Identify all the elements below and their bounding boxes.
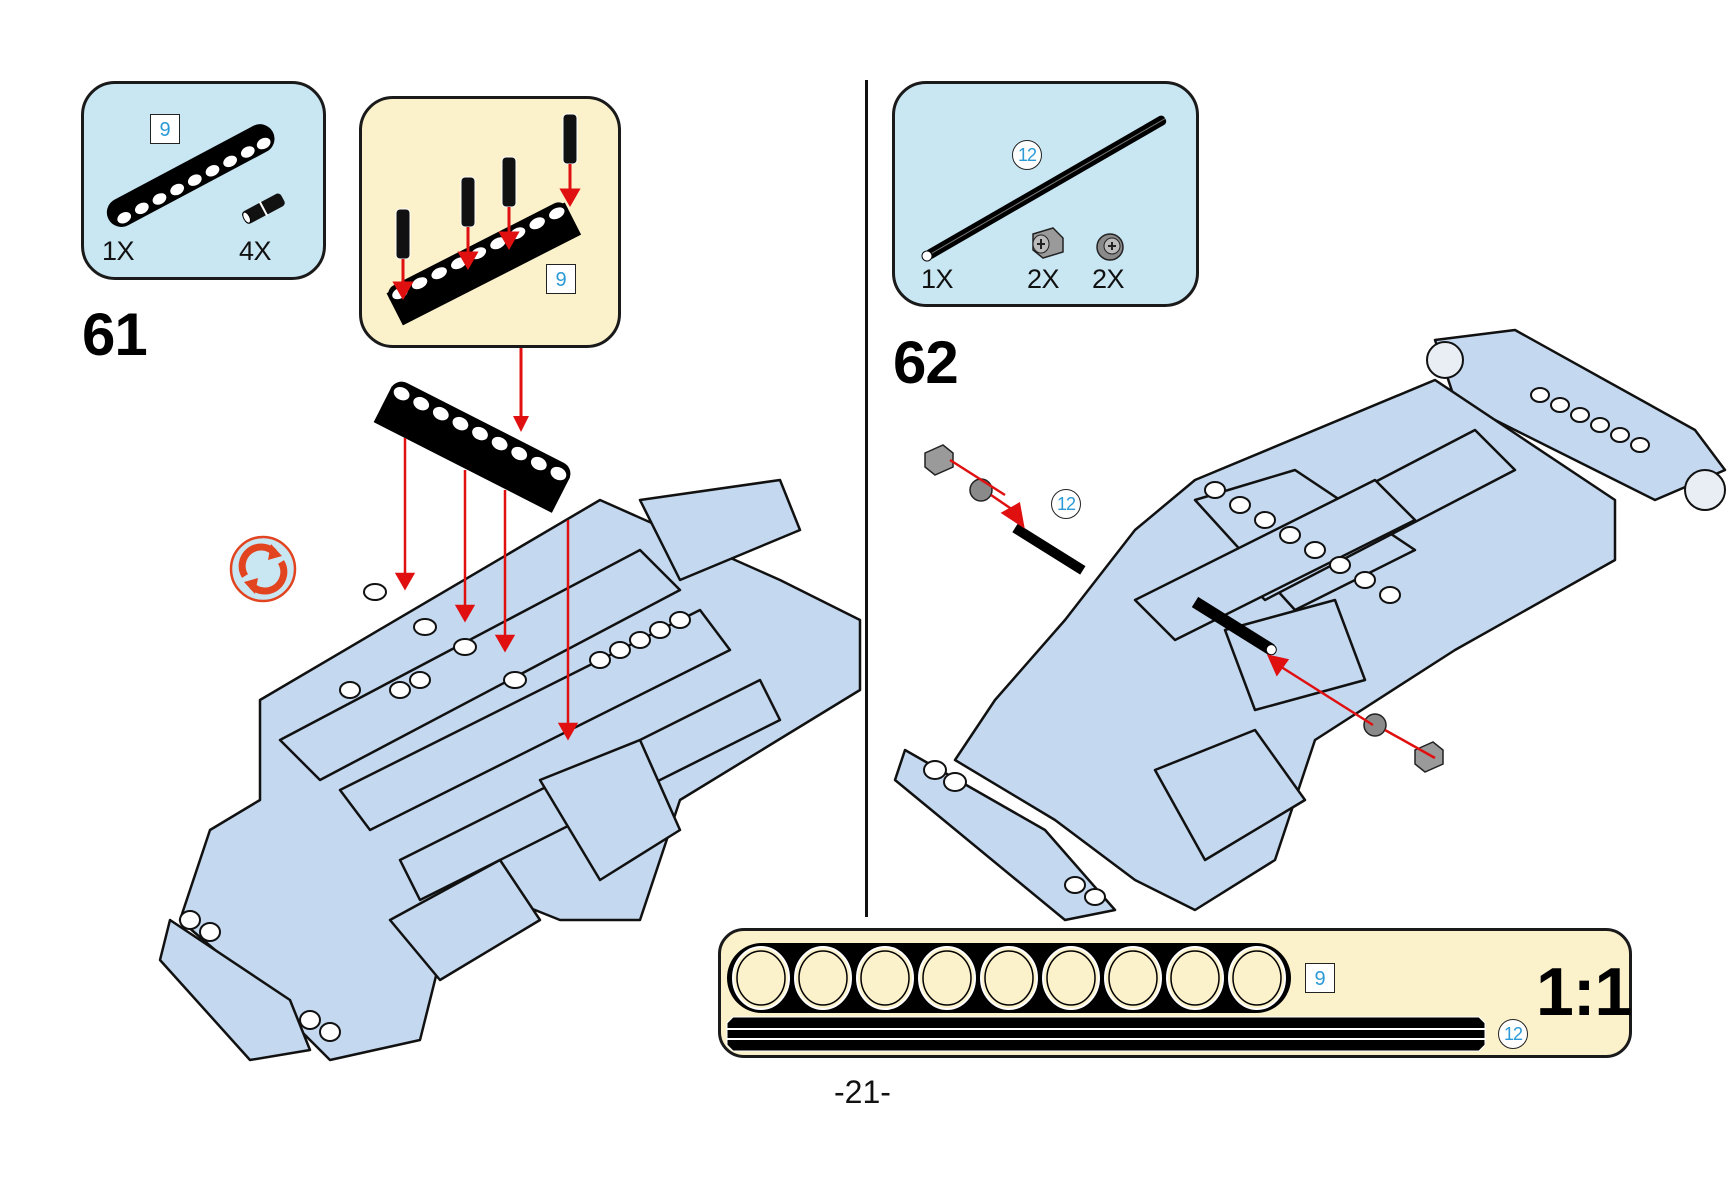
ruler-beam-hole-rim xyxy=(860,950,910,1006)
pin-part-icon xyxy=(242,193,285,224)
beam-length-label: 9 xyxy=(150,114,180,144)
ruler-axle-length-label: 12 xyxy=(1498,1019,1528,1049)
ruler-beam-hole-rim xyxy=(798,950,848,1006)
subassembly-beam-with-pins xyxy=(386,113,582,326)
bush-part-icon xyxy=(1032,227,1064,259)
ruler-beam-hole-rim xyxy=(1170,950,1220,1006)
ruler-beam-hole xyxy=(1228,946,1286,1010)
page-number: -21- xyxy=(834,1074,891,1110)
ruler-beam-length-label: 9 xyxy=(1305,963,1335,993)
bush-quantity: 2X xyxy=(1027,264,1060,294)
axle-right xyxy=(1191,596,1277,656)
axle-12-part-icon xyxy=(921,115,1167,262)
ruler-beam-hole-rim xyxy=(1046,950,1096,1006)
left-half-bush xyxy=(969,478,993,502)
step-divider xyxy=(865,80,868,917)
right-half-bush xyxy=(1363,713,1387,737)
step-61-model-illustration xyxy=(158,381,862,1062)
half-bush-part-icon xyxy=(1096,233,1124,261)
scale-ruler-box: 9 12 1:1 xyxy=(718,928,1632,1058)
axle-callout-label: 12 xyxy=(1051,489,1081,519)
subassembly-to-model-arrow xyxy=(513,348,529,432)
axle-quantity: 1X xyxy=(921,264,954,294)
ruler-beam-hole xyxy=(980,946,1038,1010)
ruler-beam-hole xyxy=(1104,946,1162,1010)
beam-9-ruler xyxy=(727,943,1291,1013)
step-61-subassembly-box: 9 xyxy=(359,96,621,348)
half-bush-quantity: 2X xyxy=(1092,264,1125,294)
step-61-parts-box: 9 1X 4X xyxy=(81,81,326,280)
axle-length-label: 12 xyxy=(1012,140,1042,170)
ruler-beam-hole xyxy=(1166,946,1224,1010)
beam-quantity: 1X xyxy=(102,236,135,266)
step-62-model-illustration xyxy=(893,328,1727,922)
ruler-beam-hole-rim xyxy=(1232,950,1282,1006)
axle-left xyxy=(1012,523,1086,575)
ruler-beam-hole-rim xyxy=(984,950,1034,1006)
inserted-beam xyxy=(373,381,571,513)
ruler-beam-hole xyxy=(1042,946,1100,1010)
rotate-model-icon xyxy=(229,535,297,603)
ruler-beam-hole xyxy=(918,946,976,1010)
beam-9-part-icon xyxy=(106,124,275,227)
ruler-beam-hole xyxy=(732,946,790,1010)
step-62-number: 62 xyxy=(893,329,959,396)
axle-12-ruler xyxy=(726,1016,1486,1052)
left-bush xyxy=(924,444,954,476)
step-62-parts-box: 12 1X 2X 2X xyxy=(892,81,1199,307)
ruler-beam-hole xyxy=(856,946,914,1010)
ruler-beam-hole xyxy=(794,946,852,1010)
step-61-number: 61 xyxy=(82,301,148,368)
subassembly-beam-length-label: 9 xyxy=(546,264,576,294)
ruler-beam-hole-rim xyxy=(1108,950,1158,1006)
ruler-beam-hole-rim xyxy=(922,950,972,1006)
scale-ratio: 1:1 xyxy=(1536,954,1632,1030)
ruler-beam-hole-rim xyxy=(736,950,786,1006)
right-bush xyxy=(1414,741,1444,773)
pin-quantity: 4X xyxy=(239,236,272,266)
